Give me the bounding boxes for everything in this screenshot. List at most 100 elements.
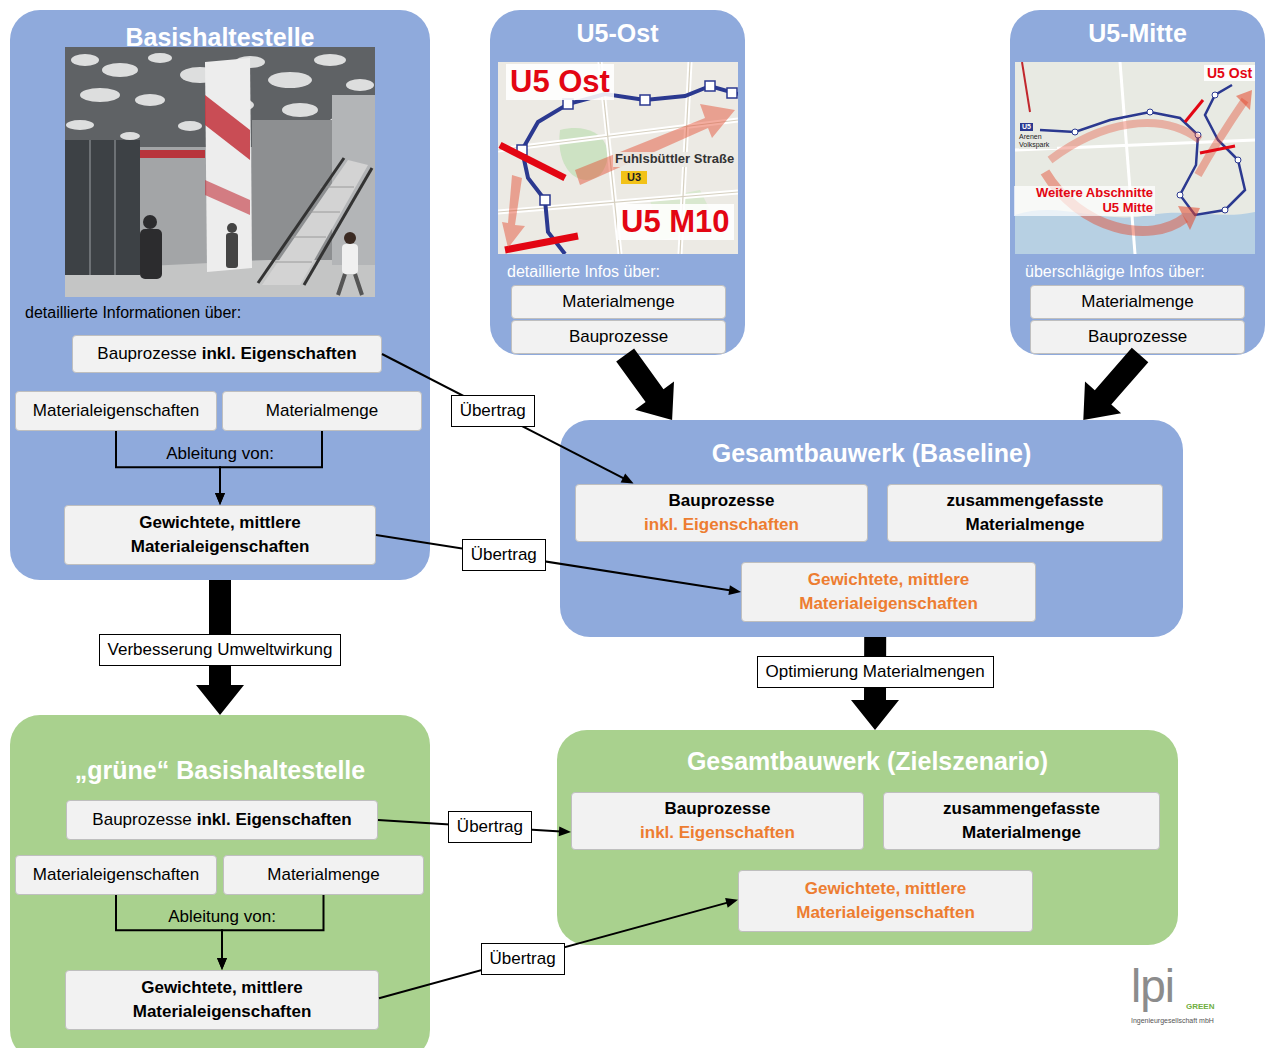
- text-group: Bauprozesse: [569, 325, 668, 349]
- map-mitte-shape-shape: [1072, 129, 1078, 135]
- edge-label: Ableitung von:: [166, 906, 278, 928]
- arrow-head: [217, 958, 227, 970]
- station-photo-shape-shape: [305, 212, 340, 213]
- map-mitte-shape: [1236, 90, 1252, 110]
- station-photo-shape-shape: [148, 53, 172, 63]
- map-ost-shape: [505, 236, 578, 250]
- text-group: Materialmenge: [266, 399, 378, 423]
- panel-title: „grüne“ Basishaltestelle: [10, 755, 430, 785]
- info-box: zusammengefasste Materialmenge: [883, 792, 1160, 850]
- node-text: Materialmenge: [267, 863, 379, 887]
- panel-subtitle: detaillierte Informationen über:: [25, 303, 241, 322]
- station-photo-shape-shape: [120, 132, 140, 140]
- info-box: Bauprozesseinkl. Eigenschaften: [66, 800, 378, 840]
- node-text: Bauprozesse: [97, 342, 196, 366]
- text-group: Materialmenge: [267, 863, 379, 887]
- station-photo-shape-shape: [71, 54, 99, 66]
- text-group: Materialmenge: [562, 290, 674, 314]
- edge-label: Übertrag: [451, 395, 535, 427]
- block-arrow-connector: [1083, 348, 1148, 420]
- node-text: Bauprozesse: [92, 808, 191, 832]
- station-photo-shape: [205, 58, 252, 272]
- text-group: Materialeigenschaften: [33, 863, 199, 887]
- panel-subtitle: detaillierte Infos über:: [507, 262, 660, 281]
- connector: [215, 431, 322, 505]
- map-ost-shape: [502, 175, 525, 248]
- info-box: zusammengefasste Materialmenge: [887, 484, 1163, 542]
- map-ost-shape-shape: [640, 95, 650, 105]
- node-text: inkl. Eigenschaften: [202, 342, 357, 366]
- connector: [116, 431, 225, 505]
- node-text: Bauprozesse: [665, 797, 771, 821]
- station-photo-shape: [65, 140, 140, 275]
- edge-label: Übertrag: [481, 943, 565, 975]
- info-box: Gewichtete, mittlere Materialeigenschaft…: [64, 505, 376, 565]
- info-box: Gewichtete, mittlere Materialeigenschaft…: [65, 970, 379, 1030]
- node-text: inkl. Eigenschaften: [197, 808, 352, 832]
- logo-text: GREEN: [1186, 1002, 1214, 1011]
- block-arrow: [1083, 348, 1148, 420]
- node-text: Gewichtete, mittlere Materialeigenschaft…: [750, 568, 1027, 616]
- station-photo-shape-shape: [268, 72, 312, 88]
- map-mitte-shape-shape: [1185, 100, 1203, 122]
- map-mitte-shape: [1185, 100, 1235, 153]
- map-mitte-shape: [1050, 123, 1200, 160]
- connector-line: [116, 895, 222, 960]
- text-group: Bauprozesse: [1088, 325, 1187, 349]
- node-text: inkl. Eigenschaften: [640, 821, 795, 845]
- info-box: Bauprozesseinkl. Eigenschaften: [575, 484, 868, 542]
- station-photo-shape-shape: [178, 121, 202, 131]
- connector-line: [382, 354, 625, 479]
- map-mitte-shape: [1198, 100, 1245, 175]
- section-panel: Gesamtbauwerk (Baseline)Bauprozesseinkl.…: [560, 420, 1183, 637]
- node-text: zusammengefasste Materialmenge: [912, 797, 1132, 845]
- connector: [116, 895, 227, 970]
- station-photo-shape-shape: [314, 54, 346, 66]
- node-text: Bauprozesse: [569, 325, 668, 349]
- node-text: Gewichtete, mittlere Materialeigenschaft…: [74, 976, 370, 1024]
- node-text: Materialmenge: [562, 290, 674, 314]
- station-photo-shape-shape: [226, 233, 238, 268]
- map-mitte-shape: [1015, 62, 1255, 254]
- arrow-head: [215, 493, 225, 505]
- station-label: Arenen Volkspark: [1019, 133, 1057, 149]
- node-text: inkl. Eigenschaften: [644, 513, 799, 537]
- node-text: Materialeigenschaften: [33, 399, 199, 423]
- station-photo-shape: [342, 244, 358, 274]
- text-group: Bauprozesseinkl. Eigenschaften: [97, 342, 356, 366]
- station-photo-shape-shape: [66, 120, 94, 130]
- map-mitte-shape-shape: [1222, 207, 1228, 213]
- station-photo-shape-shape: [102, 63, 138, 77]
- node-text: Bauprozesse: [669, 489, 775, 513]
- arrow-head: [215, 493, 225, 505]
- info-box: Bauprozesseinkl. Eigenschaften: [72, 335, 382, 373]
- arrow-head: [728, 585, 741, 595]
- text-group: Materialmenge: [1081, 290, 1193, 314]
- station-photo-shape-shape: [135, 94, 165, 106]
- node-text: Gewichtete, mittlere Materialeigenschaft…: [747, 877, 1024, 925]
- map-mitte-shape-shape: [1177, 192, 1183, 198]
- station-photo-shape: [304, 168, 372, 285]
- map-mitte: [1015, 62, 1255, 254]
- map-ost-shape-shape: [705, 81, 715, 91]
- section-panel: „grüne“ BasishaltestelleBauprozesseinkl.…: [10, 715, 430, 1048]
- text-group: Bauprozesseinkl. Eigenschaften: [644, 489, 799, 537]
- station-photo-shape-shape: [143, 215, 157, 229]
- station-photo-shape-shape: [346, 79, 374, 91]
- panel-title: Gesamtbauwerk (Zielszenario): [557, 746, 1178, 776]
- block-arrow-connector: [616, 349, 674, 420]
- station-photo-shape: [140, 215, 162, 279]
- map-label: Weitere Abschnitte U5 Mitte: [1014, 186, 1155, 216]
- station-photo-shape: [338, 274, 362, 295]
- text-group: Gewichtete, mittlere Materialeigenschaft…: [747, 877, 1024, 925]
- logo-text: Ingenieurgesellschaft mbH: [1131, 1017, 1214, 1025]
- node-text: Gewichtete, mittlere Materialeigenschaft…: [73, 511, 367, 559]
- map-mitte-shape: [1178, 206, 1200, 230]
- map-mitte-shape-shape: [1212, 92, 1218, 98]
- map-label: U5 M10: [617, 204, 734, 240]
- edge-label: Übertrag: [448, 811, 532, 843]
- map-ost-shape: [500, 145, 565, 178]
- info-box: Bauprozesse: [511, 320, 726, 354]
- text-group: Bauprozesseinkl. Eigenschaften: [640, 797, 795, 845]
- edge-label: Verbesserung Umweltwirkung: [99, 634, 342, 666]
